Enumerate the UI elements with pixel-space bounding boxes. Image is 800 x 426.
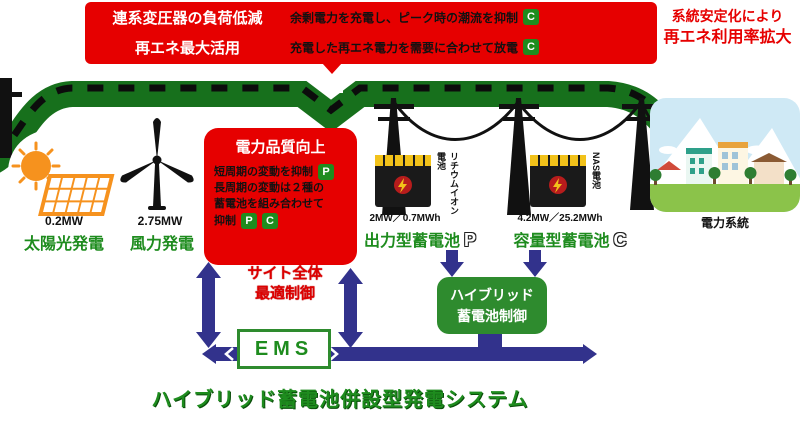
capacity-battery-badge: C [523, 9, 540, 25]
system-title: ハイブリッド蓄電池併設型発電システム [151, 389, 529, 411]
battery-container-icon-capacity [530, 155, 586, 207]
power-battery-badge: P [241, 212, 257, 229]
quality-line2: 長周期の変動は２種の [214, 181, 324, 194]
quality-line1-text: 短周期の変動を抑制 [214, 165, 313, 178]
power-battery-label-text: 出力型蓄電池 [363, 233, 460, 250]
power-letter: P [464, 230, 477, 250]
wind-capacity: 2.75MW [137, 214, 183, 228]
bus-chevrons [224, 347, 339, 361]
site-control-note-line2: 最適制御 [254, 285, 315, 303]
power-quality-title: 電力品質向上 [235, 139, 326, 156]
transmission-tower-icon [0, 78, 22, 158]
benefit-row: 再エネ最大活用 充電した再エネ電力を需要に合わせて放電 C [85, 32, 657, 62]
benefits-callout-box: 連系変圧器の負荷低減 余剰電力を充電し、ピーク時の潮流を抑制 C 再エネ最大活用… [85, 2, 657, 64]
capacity-battery-label-text: 容量型蓄電池 [513, 233, 610, 250]
town-caption: 電力系統 [700, 216, 749, 230]
substation-icon [322, 72, 343, 93]
capacity-battery-badge: C [523, 39, 540, 55]
hybrid-battery-control-box: ハイブリッド 蓄電池制御 [437, 277, 547, 334]
site-control-note-line1: サイト全体 [247, 265, 323, 282]
solar-capacity: 0.2MW [44, 214, 83, 228]
power-battery-name: リチウムイオン電池 [436, 152, 459, 215]
callout-pointer [322, 63, 342, 74]
capacity-battery-spec: 4.2MW／25.2MWh [517, 213, 603, 224]
benefit-label: 連系変圧器の負荷低減 [112, 9, 263, 27]
quality-line4-text: 抑制 [214, 214, 236, 227]
capacity-battery-name: NAS電池 [591, 152, 601, 190]
benefit-description: 余剰電力を充電し、ピーク時の潮流を抑制 [290, 10, 519, 25]
quality-line3: 蓄電池を組み合わせて [214, 197, 324, 210]
solar-panel-icon [38, 174, 115, 216]
wind-label: 風力発電 [129, 236, 194, 253]
benefit-description: 充電した再エネ電力を需要に合わせて放電 [290, 40, 519, 55]
site-control-note: サイト全体 最適制御 [222, 264, 348, 305]
wind-turbine-icon [120, 118, 194, 210]
benefit-right-text: 系統安定化により 再エネ利用率拡大 [655, 6, 800, 49]
benefit-right-line2: 再エネ利用率拡大 [663, 29, 792, 47]
solar-label: 太陽光発電 [23, 236, 104, 253]
quality-line1: 短周期の変動を抑制 P [214, 164, 347, 181]
power-battery-badge: P [318, 164, 334, 180]
battery-container-icon-power [375, 155, 431, 207]
hybrid-control-line1: ハイブリッド [450, 287, 534, 303]
ems-box: EMS [237, 329, 331, 369]
hybrid-control-line2: 蓄電池制御 [457, 308, 527, 324]
town-illustration [650, 98, 800, 212]
sun-icon [11, 141, 61, 191]
power-battery-spec: 2MW／0.7MWh [369, 213, 441, 224]
benefit-row: 連系変圧器の負荷低減 余剰電力を充電し、ピーク時の潮流を抑制 C [85, 2, 657, 32]
capacity-letter: C [613, 230, 627, 250]
benefit-label: 再エネ最大活用 [134, 39, 240, 57]
capacity-battery-badge: C [262, 212, 278, 229]
benefit-right-line1: 系統安定化により [671, 8, 784, 24]
